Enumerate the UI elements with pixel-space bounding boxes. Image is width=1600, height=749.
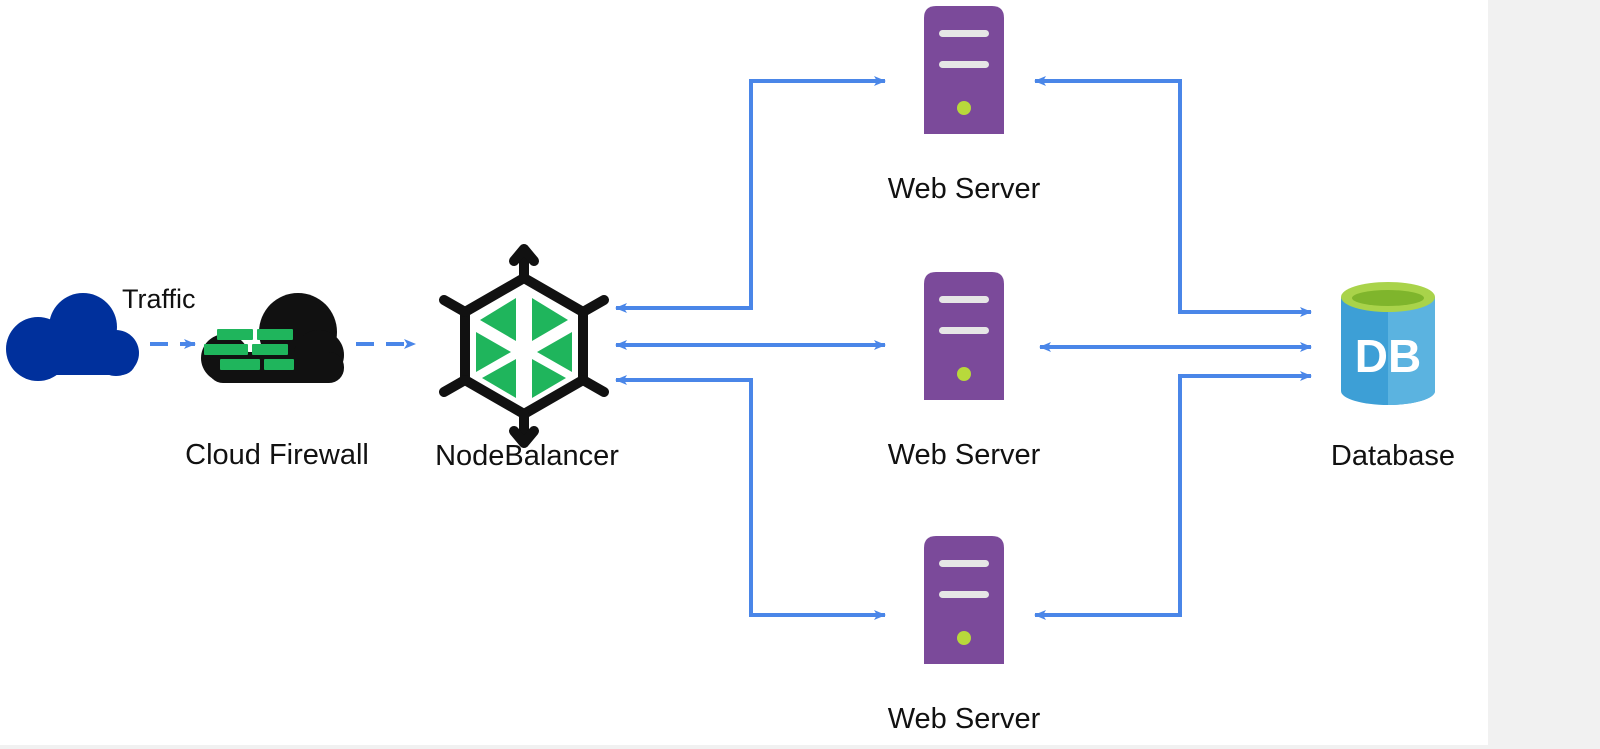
web-top-to-db-arrow xyxy=(1034,76,1312,317)
database-label: Database xyxy=(1331,440,1455,472)
server-icon-top xyxy=(924,6,1004,134)
database-icon: DB xyxy=(1341,282,1435,405)
web-server-top-label: Web Server xyxy=(888,173,1041,205)
lb-to-web-bottom-arrow xyxy=(615,375,886,620)
architecture-diagram: DB Traffic Cloud Firewall NodeBalancer W… xyxy=(0,0,1488,745)
db-icon-text: DB xyxy=(1355,330,1421,382)
nodebalancer-icon xyxy=(439,244,609,448)
web-bottom-to-db-arrow xyxy=(1034,371,1312,620)
nodebalancer-label: NodeBalancer xyxy=(435,440,619,472)
firewall-icon xyxy=(201,293,344,383)
connectors xyxy=(150,76,1312,620)
diagram-svg: DB Traffic Cloud Firewall NodeBalancer W… xyxy=(6,6,1455,735)
traffic-label: Traffic xyxy=(122,284,196,314)
cloud-icon xyxy=(6,293,139,381)
cloud-firewall-label: Cloud Firewall xyxy=(185,439,369,471)
lb-to-web-top-arrow xyxy=(615,76,886,313)
web-server-middle-label: Web Server xyxy=(888,439,1041,471)
server-icon-bottom xyxy=(924,536,1004,664)
server-icon-middle xyxy=(924,272,1004,400)
web-server-bottom-label: Web Server xyxy=(888,703,1041,735)
